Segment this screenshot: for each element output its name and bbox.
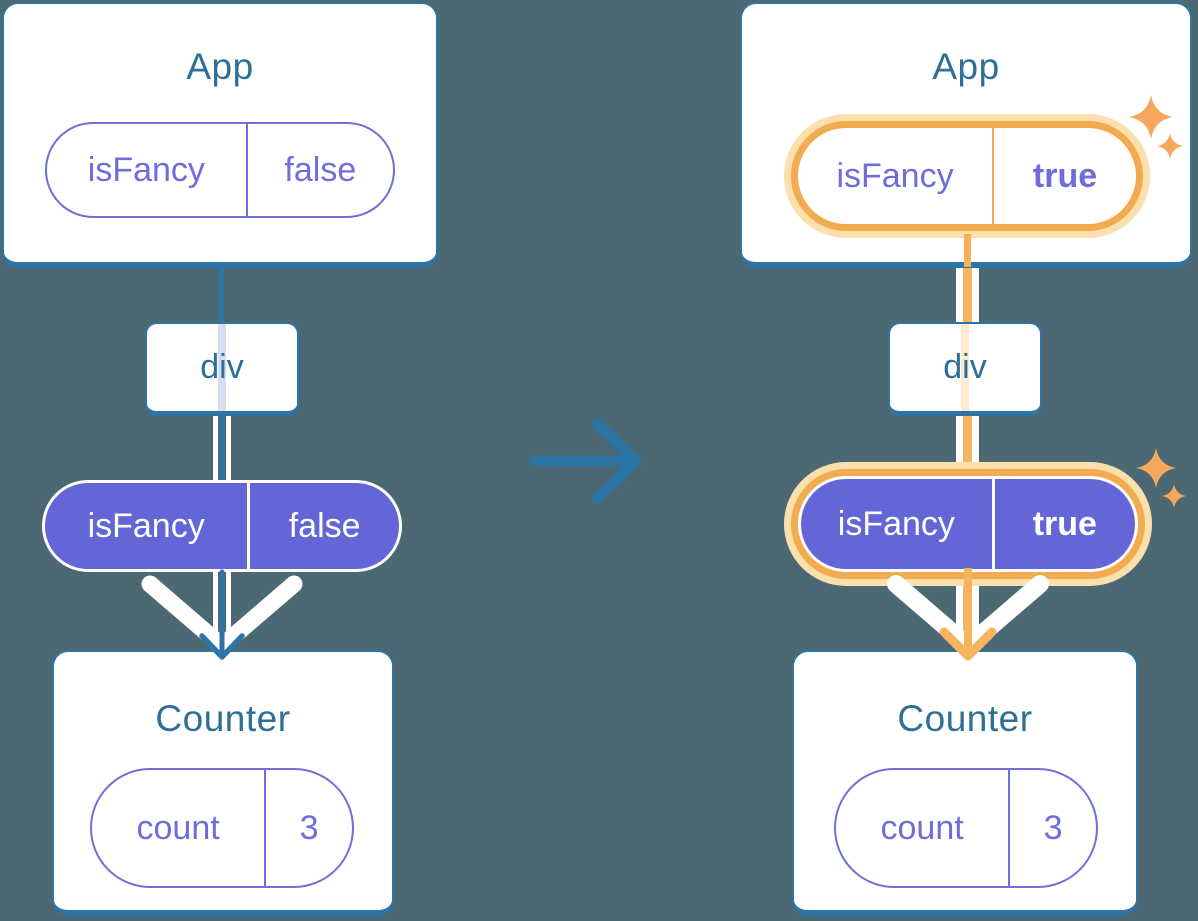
connector-prop-to-counter	[956, 586, 979, 650]
prop-name-cell: isFancy	[801, 479, 995, 569]
state-name-cell: count	[836, 770, 1011, 886]
highlight-ring: isFancy true	[791, 121, 1143, 231]
state-value-label: 3	[1043, 808, 1063, 847]
div-label: div	[943, 348, 987, 386]
connector-prop-to-counter	[213, 572, 231, 648]
state-value-label: 3	[299, 808, 319, 847]
prop-name-cell: isFancy	[45, 483, 251, 569]
prop-name-label: isFancy	[837, 504, 955, 543]
connector-div-to-prop	[213, 414, 231, 480]
highlighted-prop-pill-isfancy: isFancy true	[784, 114, 1150, 238]
component-title-app: App	[932, 46, 1000, 87]
prop-value-cell: true	[994, 128, 1136, 224]
prop-pill-isfancy: isFancy false	[45, 122, 395, 218]
app-card: App isFancy false	[2, 2, 438, 268]
prop-value-cell: false	[248, 124, 393, 216]
state-name-label: count	[880, 808, 964, 847]
arrow-right-icon	[529, 418, 642, 504]
connector-app-to-div	[219, 264, 224, 324]
prop-pass-through-stripe	[961, 324, 969, 411]
prop-value-label: false	[284, 150, 357, 189]
prop-name-cell: isFancy	[47, 124, 248, 216]
div-box: div	[888, 322, 1042, 416]
passed-prop-pill-isfancy: isFancy false	[42, 480, 402, 572]
prop-value-label: true	[1032, 156, 1098, 195]
component-title-counter: Counter	[897, 698, 1033, 739]
prop-value-label: false	[288, 506, 361, 545]
prop-value-label: true	[1032, 504, 1097, 543]
counter-card: Counter count 3	[792, 650, 1138, 916]
prop-name-label: isFancy	[836, 156, 954, 195]
state-value-cell: 3	[266, 770, 352, 886]
connector-app-to-div	[956, 266, 979, 324]
prop-pass-through-stripe	[218, 324, 226, 411]
prop-value-cell: false	[250, 483, 399, 569]
prop-value-cell: true	[995, 479, 1135, 569]
highlighted-passed-prop-pill-isfancy: isFancy true	[784, 462, 1152, 586]
highlight-ring: isFancy true	[791, 469, 1145, 579]
state-value-cell: 3	[1010, 770, 1096, 886]
state-name-cell: count	[92, 770, 267, 886]
prop-name-cell: isFancy	[798, 128, 995, 224]
component-title-app: App	[186, 46, 254, 87]
div-label: div	[200, 348, 244, 386]
component-title-counter: Counter	[155, 698, 291, 739]
connector-prop-to-card-edge	[964, 234, 971, 267]
prop-name-label: isFancy	[87, 150, 205, 189]
connector-div-to-prop	[956, 414, 979, 466]
prop-name-label: isFancy	[87, 506, 205, 545]
state-name-label: count	[136, 808, 220, 847]
div-box: div	[145, 322, 299, 416]
state-pill-count: count 3	[90, 768, 354, 888]
counter-card: Counter count 3	[52, 650, 394, 916]
state-pill-count: count 3	[834, 768, 1098, 888]
